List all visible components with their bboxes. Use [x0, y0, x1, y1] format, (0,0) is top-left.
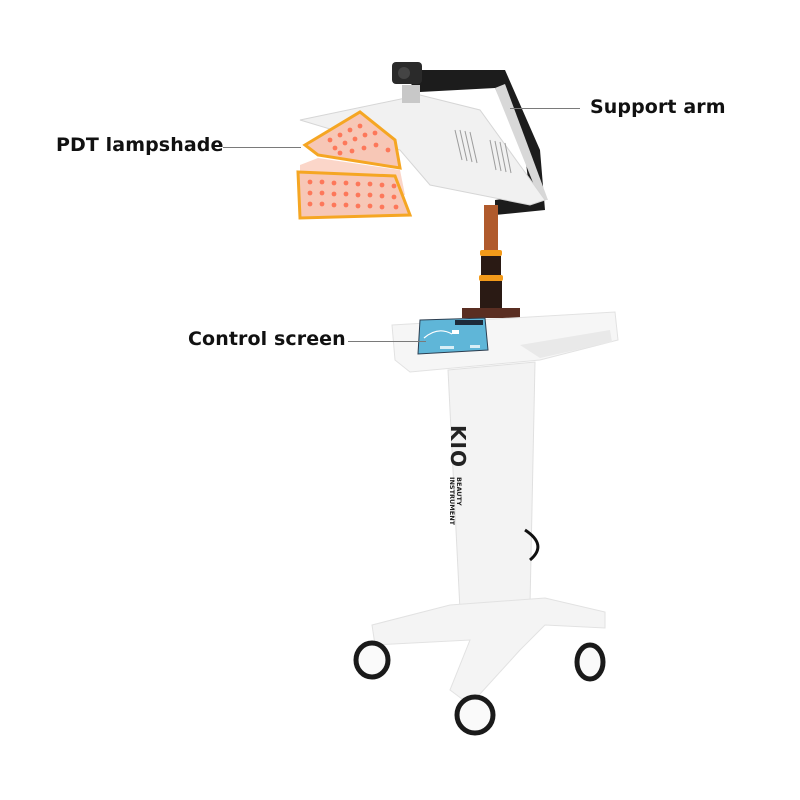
brand-tagline: BEAUTY INSTRUMENT — [448, 477, 464, 526]
support-arm — [392, 62, 548, 215]
brand-line2: INSTRUMENT — [448, 477, 457, 526]
label-pdt-lampshade: PDT lampshade — [56, 134, 224, 156]
wheels — [353, 640, 606, 736]
leader-line-support-arm — [510, 108, 580, 109]
brand-line1: BEAUTY — [455, 477, 464, 506]
brand-logo: KIO — [446, 425, 470, 468]
leader-line-lampshade — [223, 147, 301, 148]
base — [371, 597, 606, 706]
brand-mark: KIO BEAUTY INSTRUMENT — [446, 425, 470, 525]
lift-column — [462, 205, 520, 318]
label-control-screen: Control screen — [188, 328, 346, 350]
leader-line-control-screen — [348, 341, 426, 342]
control-screen — [417, 317, 489, 355]
label-support-arm: Support arm — [590, 96, 726, 118]
pdt-lampshade — [296, 85, 546, 220]
